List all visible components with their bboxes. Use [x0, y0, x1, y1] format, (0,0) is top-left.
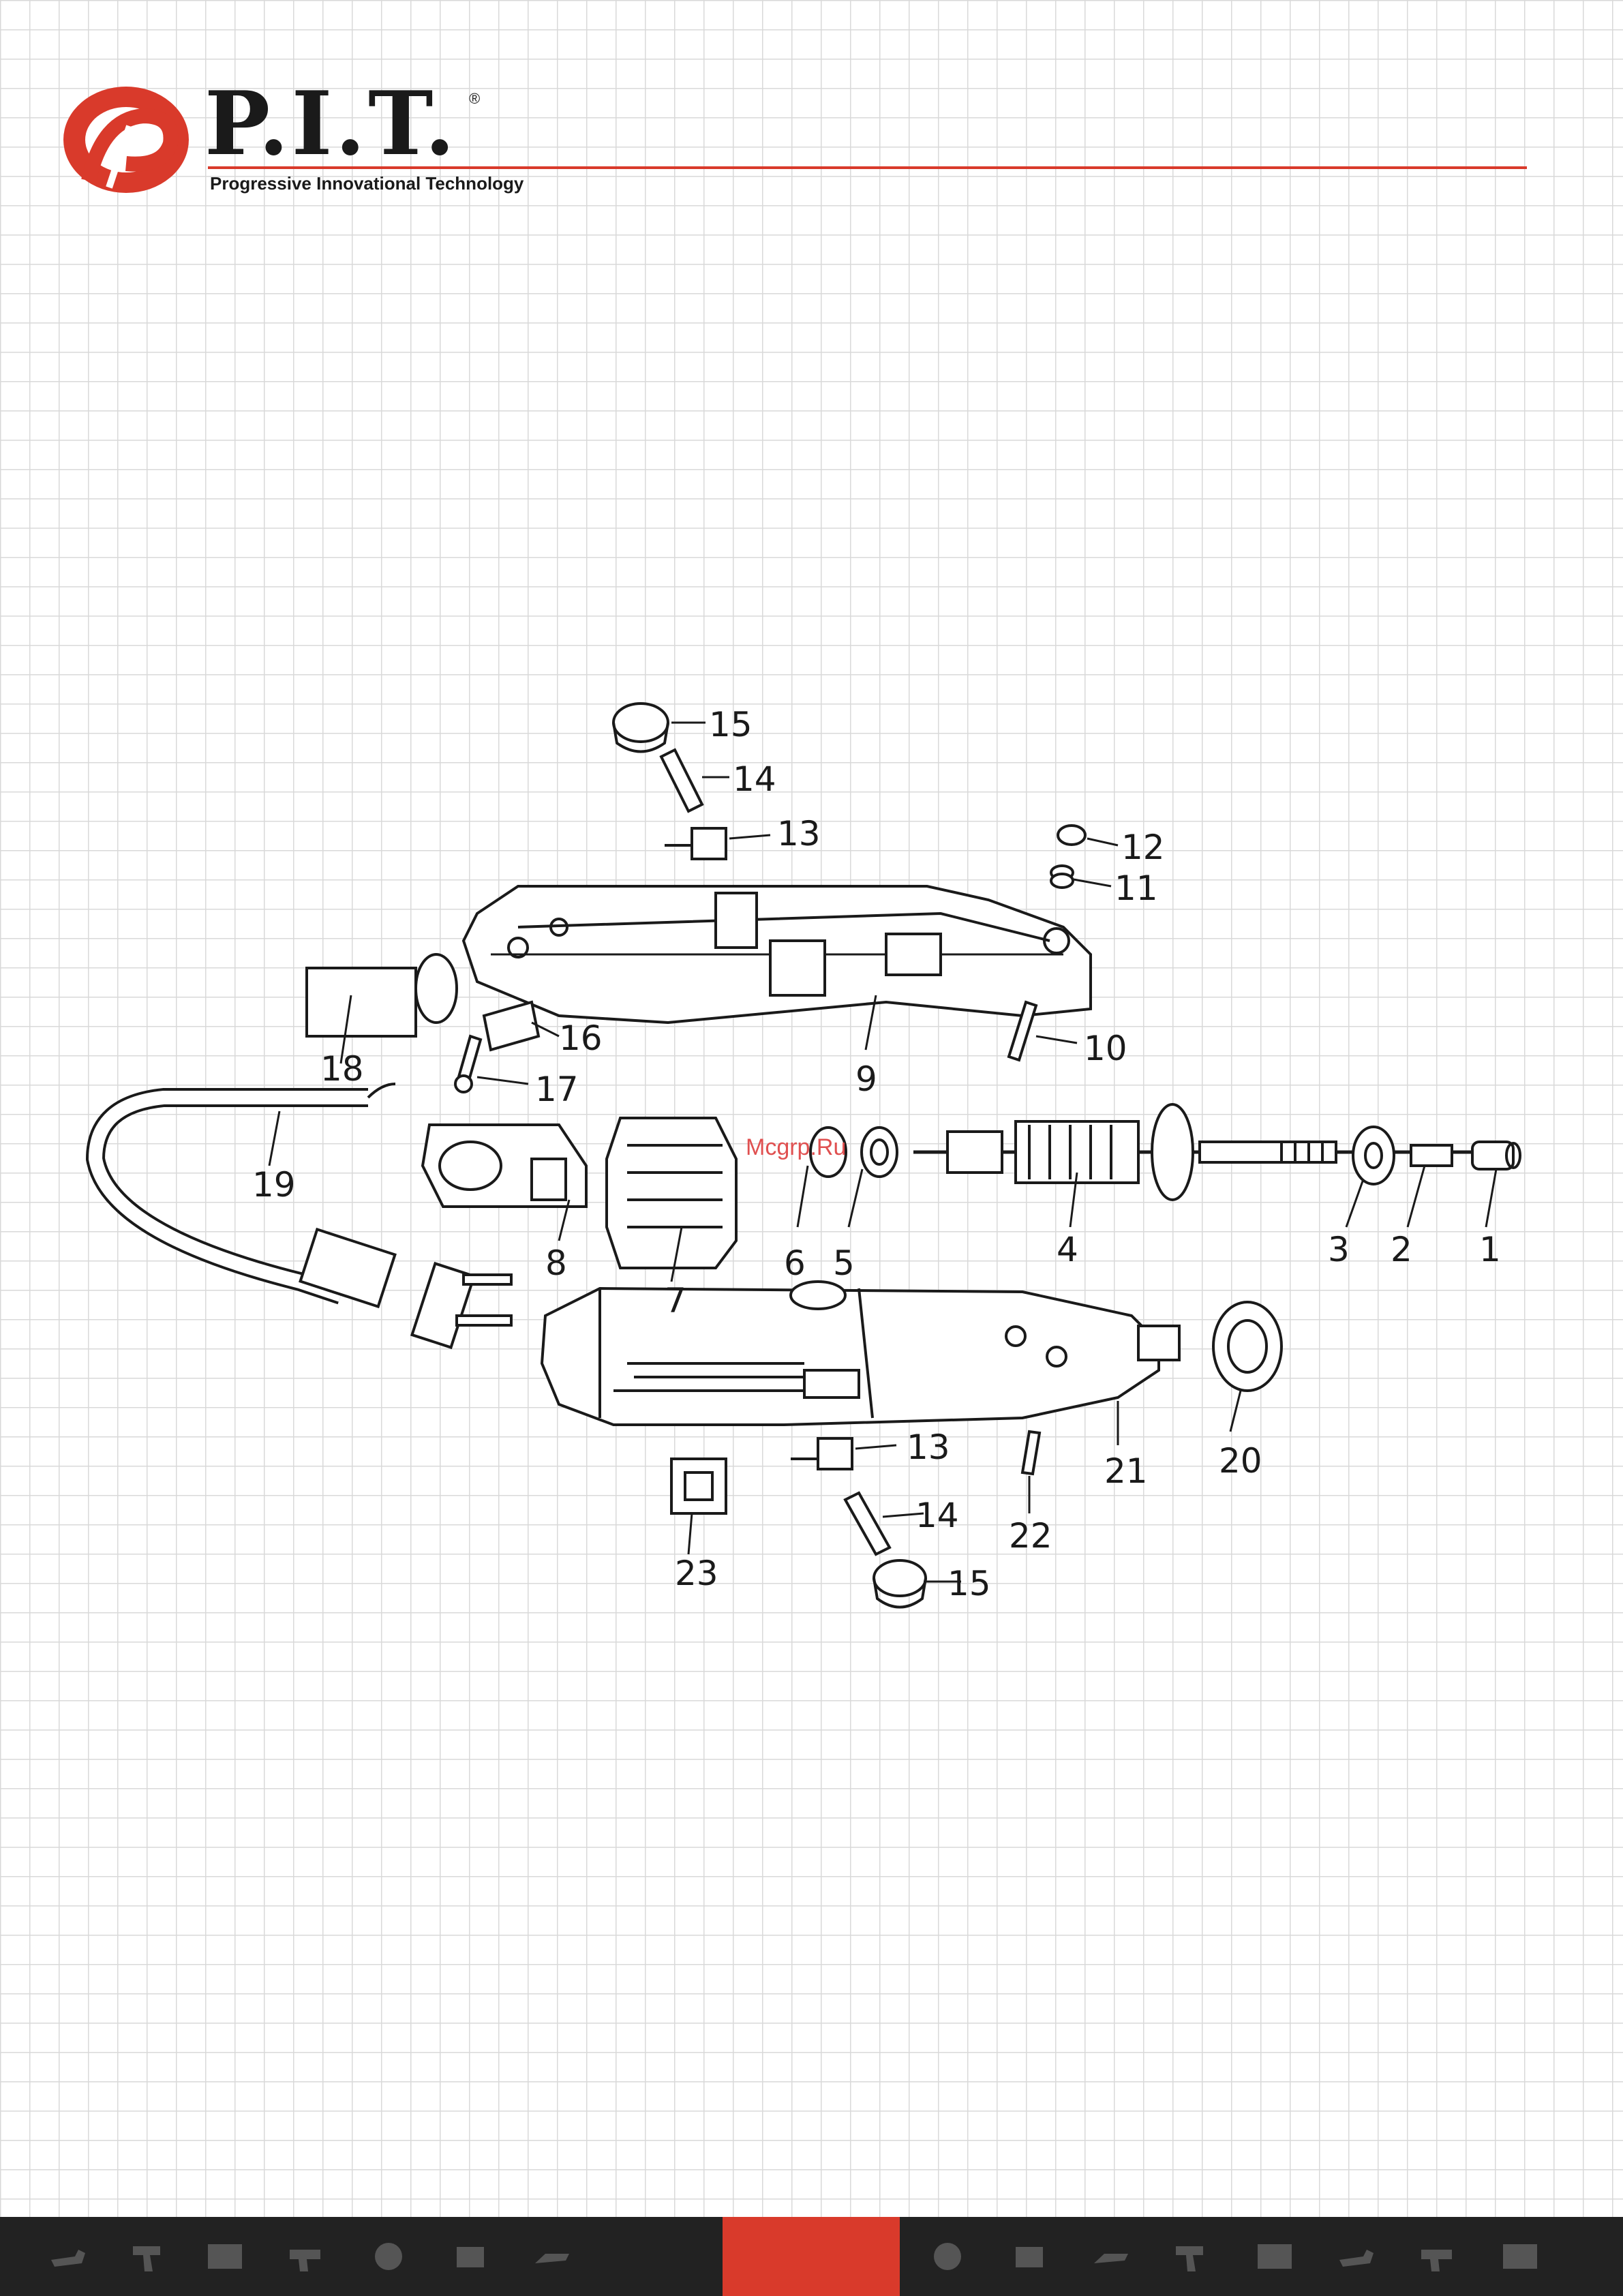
footer-accent — [723, 2217, 900, 2296]
label-2: 2 — [1391, 1230, 1412, 1269]
label-9: 9 — [855, 1059, 877, 1099]
footer-band — [0, 2217, 1623, 2296]
label-11: 11 — [1114, 868, 1158, 908]
stator-part — [607, 1118, 736, 1268]
label-4: 4 — [1057, 1230, 1078, 1269]
jigsaw-icon — [532, 2236, 573, 2276]
label-13-bottom: 13 — [907, 1428, 950, 1467]
carbon-brush-part — [661, 750, 702, 811]
front-bearing-part — [1353, 1127, 1394, 1184]
planer-icon-right — [1009, 2236, 1050, 2276]
collet-nut-part — [1472, 1142, 1520, 1169]
mixer-icon — [368, 2236, 409, 2276]
lower-brush-holder-part — [791, 1438, 852, 1469]
label-18: 18 — [320, 1049, 364, 1089]
label-3: 3 — [1328, 1230, 1350, 1269]
generator-icon — [204, 2236, 245, 2276]
circular-saw-icon — [1254, 2236, 1295, 2276]
label-14-top: 14 — [733, 759, 776, 799]
label-10: 10 — [1084, 1029, 1127, 1068]
label-19: 19 — [252, 1165, 296, 1205]
label-14-bottom: 14 — [915, 1496, 959, 1535]
mixer-icon-right — [927, 2236, 968, 2276]
brush-cap-part — [613, 704, 668, 752]
drill-icon — [130, 2236, 170, 2276]
label-6: 6 — [784, 1243, 806, 1283]
label-7: 7 — [665, 1281, 686, 1320]
label-17: 17 — [535, 1070, 579, 1109]
angle-grinder-icon — [48, 2236, 89, 2276]
watermark: Mcgrp.Ru — [746, 1134, 846, 1161]
label-1: 1 — [1479, 1230, 1501, 1269]
housing-screw-part — [1022, 1432, 1040, 1474]
generator-icon-right — [1500, 2236, 1541, 2276]
cord-clamp-part — [484, 1002, 539, 1050]
lower-brush-cap-part — [874, 1560, 926, 1607]
label-15-top: 15 — [709, 705, 753, 744]
jigsaw-icon-right — [1091, 2236, 1132, 2276]
label-8: 8 — [545, 1243, 567, 1283]
front-cap-part — [1213, 1302, 1281, 1391]
label-13-top: 13 — [777, 814, 821, 854]
collet-part — [1411, 1145, 1452, 1166]
power-cord-part — [95, 1084, 511, 1348]
label-15-bottom: 15 — [947, 1564, 991, 1603]
label-21: 21 — [1104, 1451, 1148, 1491]
cord-sleeve-part — [307, 954, 457, 1036]
lower-housing-part — [542, 1282, 1179, 1425]
rotary-hammer-icon — [286, 2236, 327, 2276]
nut-part — [1051, 826, 1085, 888]
label-16: 16 — [559, 1018, 603, 1058]
lower-carbon-brush-part — [845, 1493, 890, 1554]
label-12: 12 — [1121, 828, 1165, 867]
power-switch-part — [671, 1459, 726, 1513]
label-22: 22 — [1009, 1516, 1052, 1556]
label-23: 23 — [675, 1554, 718, 1593]
upper-housing-part — [464, 886, 1091, 1023]
label-20: 20 — [1219, 1441, 1262, 1481]
planer-icon — [450, 2236, 491, 2276]
drill-icon-right — [1336, 2236, 1377, 2276]
screwdriver-icon — [1172, 2236, 1213, 2276]
brush-holder-part — [665, 828, 726, 859]
label-5: 5 — [833, 1243, 855, 1283]
rotary-hammer-icon-right — [1418, 2236, 1459, 2276]
switch-board-part — [423, 1125, 586, 1207]
